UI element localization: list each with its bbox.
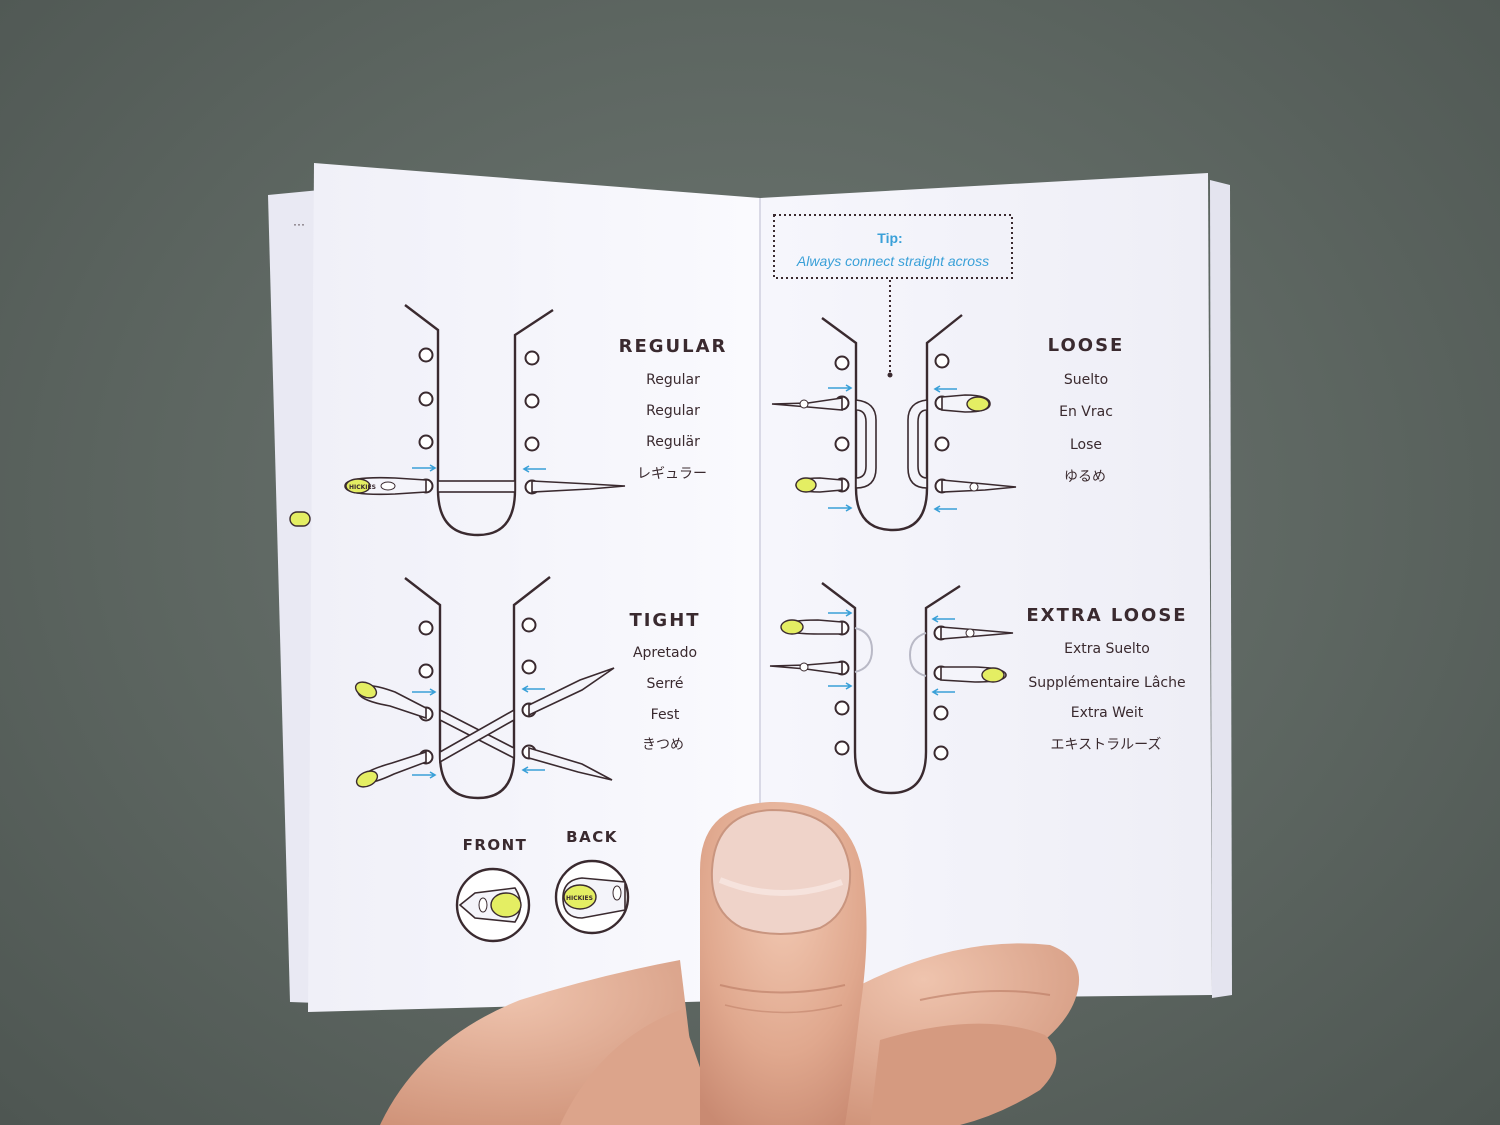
tight-title: TIGHT [629,610,700,631]
tight-translation-1: Apretado [633,645,697,661]
back-brand-text: HICKIES [566,895,593,902]
extra-loose-title: EXTRA LOOSE [1026,605,1187,626]
extra-loose-translation-3: Extra Weit [1071,705,1144,721]
tight-translation-3: Fest [651,707,680,723]
loose-translation-2: En Vrac [1059,404,1113,420]
loose-labels: LOOSE Suelto En Vrac Lose ゆるめ [1048,335,1125,485]
extra-loose-translation-2: Supplémentaire Lâche [1028,675,1185,691]
booklet-left-page [308,163,760,1012]
tip-title: Tip: [877,230,902,246]
booklet-back-pages [268,180,1232,1003]
extra-loose-diagram [769,582,1014,795]
regular-diagram: HICKIES [344,304,626,537]
loose-translation-1: Suelto [1064,372,1108,388]
loose-title: LOOSE [1048,335,1125,356]
back-label: BACK [566,828,618,846]
regular-labels: REGULAR Regular Regular Regulär レギュラー [619,336,728,482]
tip-text: Always connect straight across [796,253,989,269]
loose-diagram [771,314,1017,532]
tight-translation-2: Serré [646,676,683,692]
booklet-right-page [760,173,1212,1000]
regular-title: REGULAR [619,336,728,357]
regular-translation-4: レギュラー [637,466,707,482]
back-page-dots: ··· [293,217,305,231]
front-label: FRONT [463,836,528,854]
tight-translation-4: きつめ [642,737,684,753]
tip-box: Tip: Always connect straight across [773,214,1013,378]
back-page-aglet [289,511,311,527]
extra-loose-labels: EXTRA LOOSE Extra Suelto Supplémentaire … [1026,605,1187,753]
aglet-brand-text: HICKIES [349,484,376,491]
tight-diagram [354,576,615,800]
front-back-legend: FRONT BACK HICKIES [455,828,630,943]
thumbnail [710,808,852,935]
regular-translation-3: Regulär [646,434,700,450]
regular-translation-1: Regular [646,372,700,388]
regular-translation-2: Regular [646,403,700,419]
extra-loose-translation-4: エキストラルーズ [1051,737,1162,753]
loose-translation-3: Lose [1070,437,1102,453]
extra-loose-translation-1: Extra Suelto [1064,641,1150,657]
loose-translation-4: ゆるめ [1064,469,1106,485]
hand [380,801,1080,1125]
tight-labels: TIGHT Apretado Serré Fest きつめ [629,610,700,753]
